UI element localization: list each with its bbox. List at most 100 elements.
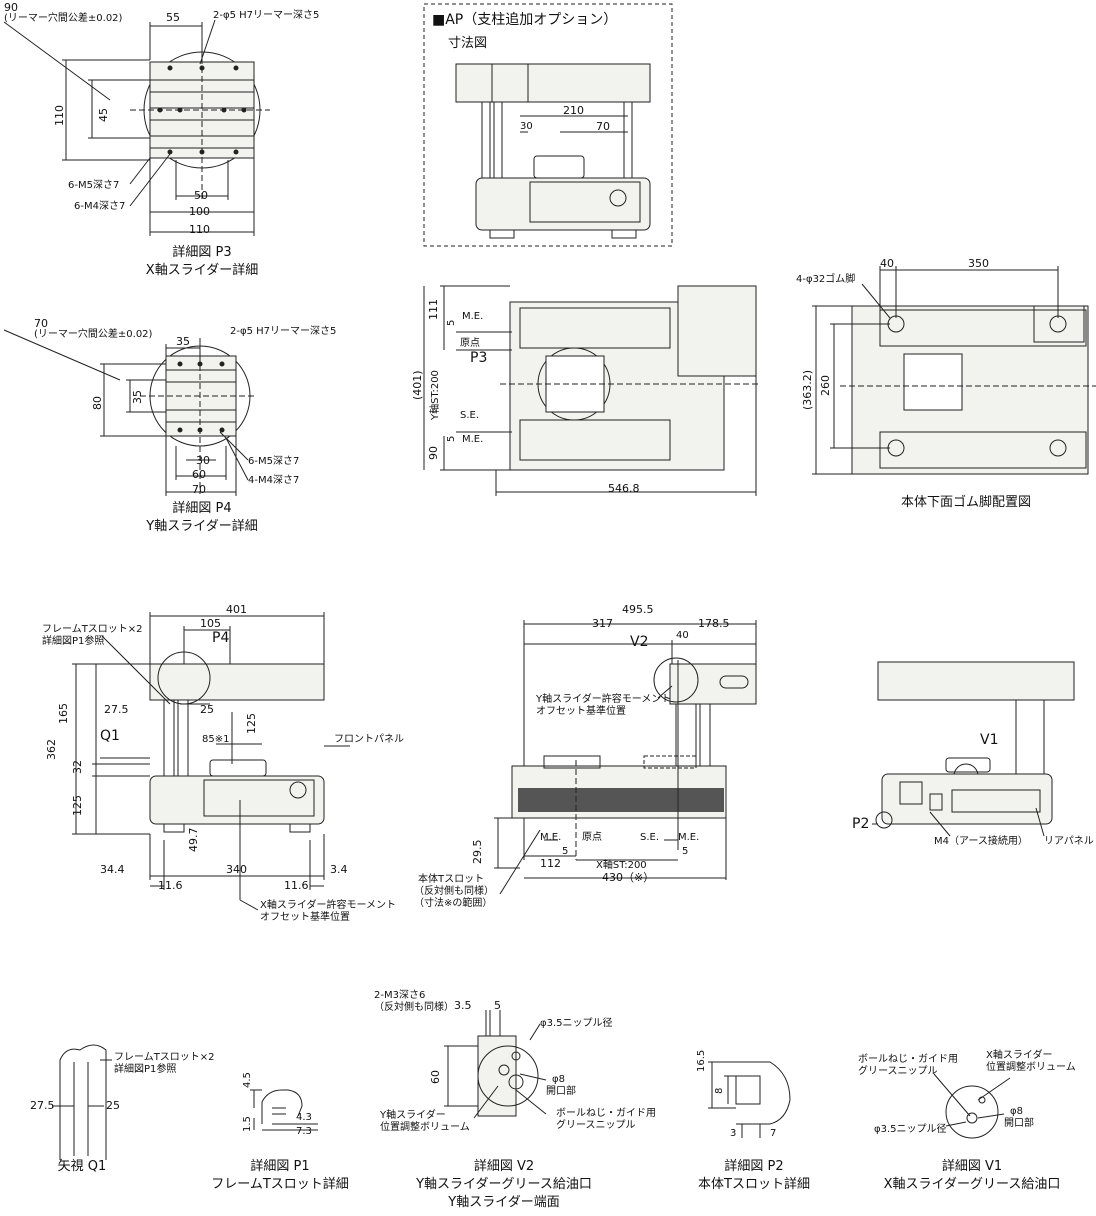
ap-subtitle: 寸法図 bbox=[448, 36, 488, 51]
right-dim-5b: 5 bbox=[682, 846, 689, 857]
front-dim-34: 3.4 bbox=[330, 863, 348, 876]
p2-dim-165: 16.5 bbox=[696, 1049, 707, 1072]
p3-dim-55: 55 bbox=[166, 11, 180, 24]
front-tslot-ref: 詳細図P1参照 bbox=[42, 636, 105, 647]
p4-dim-30: 30 bbox=[196, 454, 210, 467]
front-dim-116a: 11.6 bbox=[158, 879, 183, 892]
p1-dim-15: 1.5 bbox=[242, 1116, 253, 1132]
p3-caption-sub: X軸スライダー詳細 bbox=[145, 263, 259, 278]
p3-m5-note: 6-M5深さ7 bbox=[68, 180, 120, 191]
q1-dim-275: 27.5 bbox=[30, 1099, 55, 1112]
q1-view-drawing bbox=[52, 1044, 112, 1160]
front-view-drawing bbox=[72, 612, 350, 911]
ap-option-drawing bbox=[423, 3, 673, 247]
right-me-right: M.E. bbox=[678, 832, 700, 843]
front-dim-401: 401 bbox=[226, 603, 247, 616]
v1-dim-8: φ8 bbox=[1010, 1106, 1023, 1117]
right-tslot-note-3: （寸法※の範囲） bbox=[414, 898, 493, 909]
p3-dim-100: 100 bbox=[189, 205, 210, 218]
bottom-caption: 本体下面ゴム脚配置図 bbox=[900, 495, 1032, 510]
front-offset-note-sub: オフセット基準位置 bbox=[260, 912, 350, 923]
right-dim-112: 112 bbox=[540, 857, 561, 870]
right-dim-295: 29.5 bbox=[471, 839, 484, 865]
rear-view-drawing bbox=[872, 661, 1075, 837]
p4-pin-note: 2-φ5 H7リーマー深さ5 bbox=[230, 326, 337, 337]
p1-dim-43: 4.3 bbox=[296, 1112, 312, 1123]
rear-earth-note: M4（アース接続用） bbox=[934, 836, 1028, 847]
p4-caption-sub: Y軸スライダー詳細 bbox=[146, 519, 258, 534]
ap-dim-210: 210 bbox=[563, 104, 584, 117]
p1-detail-drawing bbox=[250, 1089, 318, 1131]
right-dim-1785: 178.5 bbox=[698, 617, 730, 630]
side-se: S.E. bbox=[460, 410, 480, 421]
front-dim-32: 32 bbox=[71, 760, 84, 774]
ap-dim-30: 30 bbox=[520, 121, 533, 132]
right-dim-430: 430（※） bbox=[602, 871, 655, 884]
ap-title: ■AP（支柱追加オプション） bbox=[432, 12, 618, 28]
rear-panel-label: リアパネル bbox=[1044, 836, 1094, 847]
p4-dim-70b: 70 bbox=[192, 483, 206, 496]
v2-dim-35: 3.5 bbox=[454, 999, 472, 1012]
p2-dim-7: 7 bbox=[770, 1128, 777, 1139]
p3-dim-110v: 110 bbox=[53, 105, 66, 126]
rear-v1-label: V1 bbox=[980, 732, 999, 748]
p3-detail-drawing bbox=[3, 19, 270, 236]
right-x-stroke: X軸ST:200 bbox=[596, 860, 647, 871]
front-dim-125: 125 bbox=[71, 795, 84, 816]
bottom-view-drawing bbox=[812, 266, 1096, 475]
p4-dim-80: 80 bbox=[91, 396, 104, 410]
p4-dim-35v: 35 bbox=[131, 390, 144, 404]
front-dim-362: 362 bbox=[45, 739, 58, 760]
v2-dim-60: 60 bbox=[429, 1070, 442, 1084]
v2-volume-note: Y軸スライダー bbox=[380, 1110, 446, 1121]
front-p4-label: P4 bbox=[212, 630, 230, 646]
side-view-drawing bbox=[423, 285, 760, 496]
p1-caption-sub: フレームTスロット詳細 bbox=[211, 1177, 349, 1192]
v2-caption: 詳細図 V2 bbox=[473, 1159, 535, 1174]
v1-caption-sub: X軸スライダーグリース給油口 bbox=[883, 1177, 1061, 1192]
front-dim-105: 105 bbox=[200, 617, 221, 630]
p4-dim-70: 70 bbox=[34, 317, 48, 330]
side-p3-label: P3 bbox=[470, 350, 488, 366]
v2-caption-sub: Y軸スライダーグリース給油口 bbox=[416, 1177, 592, 1192]
ap-dim-70: 70 bbox=[596, 120, 610, 133]
front-dim-85: 85※1 bbox=[202, 734, 230, 745]
v1-grease-note: ボールねじ・ガイド用 bbox=[858, 1054, 958, 1065]
v1-opening: 開口部 bbox=[1004, 1118, 1034, 1129]
front-dim-165: 165 bbox=[57, 703, 70, 724]
right-tslot-note-2: （反対側も同様） bbox=[414, 886, 494, 897]
right-origin: 原点 bbox=[582, 832, 602, 843]
p1-dim-45: 4.5 bbox=[242, 1072, 253, 1088]
front-dim-497: 49.7 bbox=[187, 827, 200, 853]
right-v2-label: V2 bbox=[630, 634, 649, 650]
p2-detail-drawing bbox=[708, 1061, 791, 1138]
side-dim-5468: 546.8 bbox=[608, 482, 640, 495]
v1-caption: 詳細図 V1 bbox=[941, 1159, 1003, 1174]
right-dim-317: 317 bbox=[592, 617, 613, 630]
front-panel-label: フロントパネル bbox=[334, 734, 404, 745]
right-me-left: M.E. bbox=[540, 832, 562, 843]
right-tslot-note: 本体Tスロット bbox=[418, 874, 485, 885]
v1-detail-drawing bbox=[933, 1073, 1011, 1139]
p4-m5-note: 6-M5深さ7 bbox=[248, 456, 300, 467]
side-dim-5b: 5 bbox=[446, 435, 457, 442]
p4-detail-drawing bbox=[3, 329, 256, 496]
v2-nipple-note: φ3.5ニップル径 bbox=[540, 1018, 613, 1029]
v2-caption-sub2: Y軸スライダー端面 bbox=[448, 1195, 560, 1210]
v1-volume-note-sub: 位置調整ボリューム bbox=[986, 1062, 1076, 1073]
right-offset-note-sub: オフセット基準位置 bbox=[536, 706, 626, 717]
v2-detail-drawing bbox=[444, 1010, 547, 1119]
side-me-top: M.E. bbox=[462, 311, 484, 322]
right-dim-40: 40 bbox=[676, 630, 689, 641]
side-me-bottom: M.E. bbox=[462, 434, 484, 445]
front-dim-344: 34.4 bbox=[100, 863, 125, 876]
p4-caption: 詳細図 P4 bbox=[172, 501, 232, 516]
side-dim-5a: 5 bbox=[446, 319, 457, 326]
front-q1-arrow: Q1 bbox=[100, 728, 120, 744]
p2-dim-8: 8 bbox=[714, 1087, 725, 1094]
v1-volume-note: X軸スライダー bbox=[986, 1050, 1053, 1061]
v2-grease-note: ボールねじ・ガイド用 bbox=[556, 1108, 656, 1119]
p3-pin-note: 2-φ5 H7リーマー深さ5 bbox=[213, 10, 320, 21]
v2-m3-note: 2-M3深さ6 bbox=[374, 990, 426, 1001]
